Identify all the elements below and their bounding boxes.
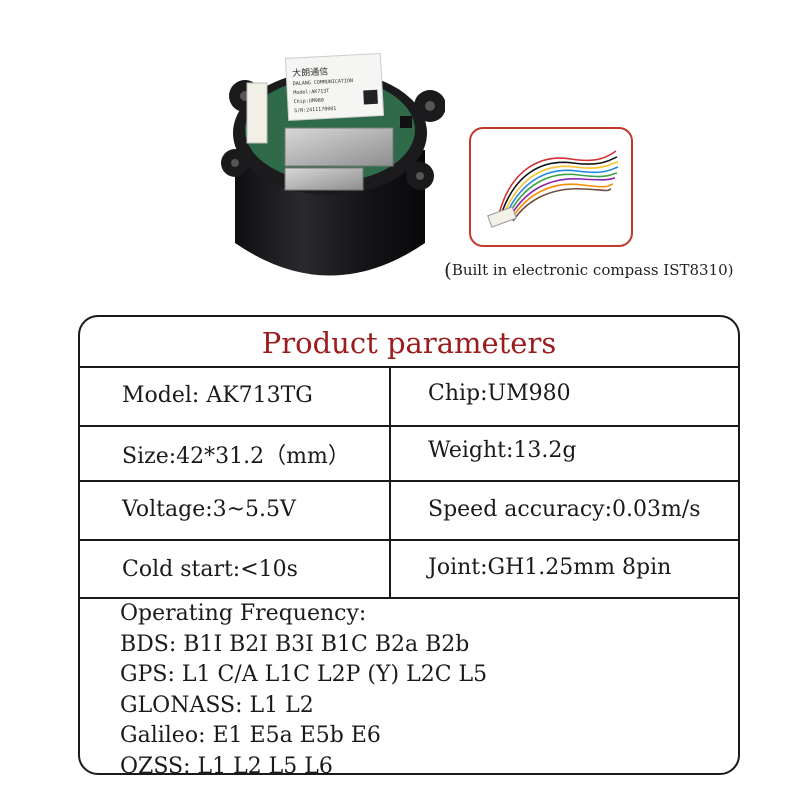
freq-bds: BDS: B1I B2I B3I B1C B2a B2b — [120, 631, 470, 657]
param-voltage: Voltage:3~5.5V — [122, 497, 296, 522]
caption-open-paren: ( — [444, 258, 452, 282]
row-divider — [80, 366, 738, 368]
param-size: Size:42*31.2（mm） — [122, 444, 350, 469]
module-brand-en: DALANG COMMUNICATION — [293, 78, 353, 87]
freq-gps: GPS: L1 C/A L1C L2P (Y) L2C L5 — [120, 662, 488, 687]
param-model: Model: AK713TG — [122, 383, 313, 408]
row-divider — [80, 597, 738, 599]
column-divider — [389, 366, 391, 597]
row-divider — [80, 539, 738, 541]
module-chip: Chip:UM980 — [294, 98, 324, 106]
freq-heading: Operating Frequency: — [120, 601, 367, 626]
freq-qzss: QZSS: L1 L2 L5 L6 — [120, 753, 333, 775]
param-joint: Joint:GH1.25mm 8pin — [428, 555, 672, 580]
row-divider — [80, 480, 738, 482]
param-chip: Chip:UM980 — [428, 381, 571, 406]
module-model: Model:AK713T — [293, 88, 329, 96]
freq-glonass: GLONASS: L1 L2 — [120, 692, 314, 718]
freq-galileo: Galileo: E1 E5a E5b E6 — [120, 723, 381, 748]
params-title: Product parameters — [261, 326, 557, 360]
product-parameters-table: Product parameters Model: AK713TG Chip:U… — [78, 315, 740, 775]
cable-icon — [487, 150, 619, 228]
param-speed-accuracy: Speed accuracy:0.03m/s — [428, 497, 701, 522]
module-brand-cn: 大朗通信 — [292, 65, 329, 79]
compass-caption: (Built in electronic compass IST8310) — [444, 258, 734, 282]
caption-text: Built in electronic compass IST8310) — [451, 261, 734, 279]
operating-frequency: Operating Frequency: BDS: B1I B2I B3I B1… — [120, 599, 488, 775]
param-cold-start: Cold start:<10s — [122, 557, 298, 582]
qr-code-icon — [363, 89, 378, 105]
cable-inset — [469, 127, 633, 247]
param-weight: Weight:13.2g — [428, 438, 577, 463]
row-divider — [80, 425, 738, 427]
module-serial: S/N:2411170001 — [294, 106, 336, 114]
product-photo: 大朗通信 DALANG COMMUNICATION Model:AK713T C… — [221, 53, 445, 276]
